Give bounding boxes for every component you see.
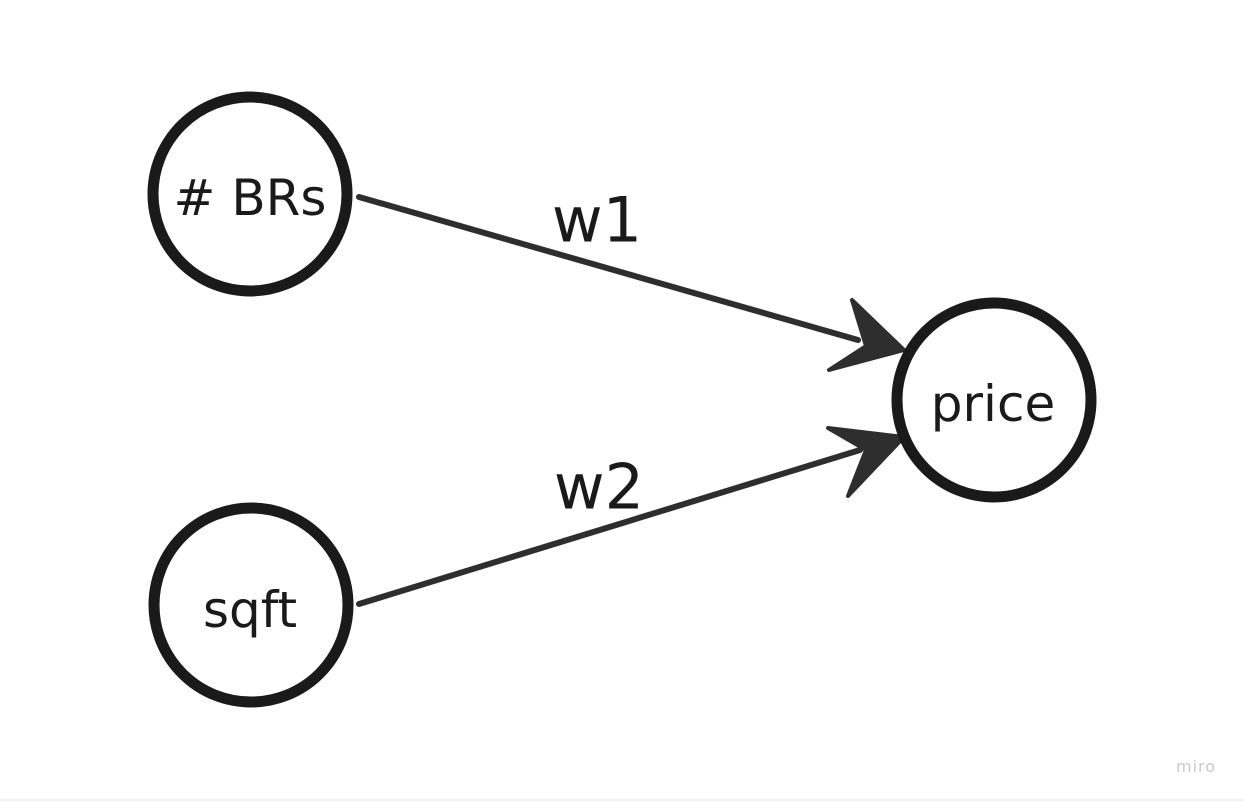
node-label-price: price: [931, 375, 1055, 433]
node-circle: [148, 502, 354, 708]
node-label-brs: # BRs: [174, 169, 327, 227]
arrowhead-icon: [826, 426, 906, 498]
bottom-divider: [0, 799, 1244, 801]
edge-line-w2: [356, 447, 863, 607]
edge-label-w1: w1: [552, 184, 642, 257]
node-sqft[interactable]: sqft: [148, 502, 354, 708]
node-label-sqft: sqft: [203, 581, 297, 639]
edge-brs-to-price: [356, 194, 906, 372]
node-price[interactable]: price: [891, 297, 1097, 503]
node-circle: [147, 91, 353, 297]
edge-line-w1: [356, 194, 861, 343]
arrowhead-icon: [827, 298, 906, 372]
miro-watermark: miro: [1176, 757, 1217, 776]
node-circle: [891, 297, 1097, 503]
edge-sqft-to-price: [356, 426, 906, 607]
edge-label-w2: w2: [554, 451, 644, 524]
node-brs[interactable]: # BRs: [147, 91, 353, 297]
